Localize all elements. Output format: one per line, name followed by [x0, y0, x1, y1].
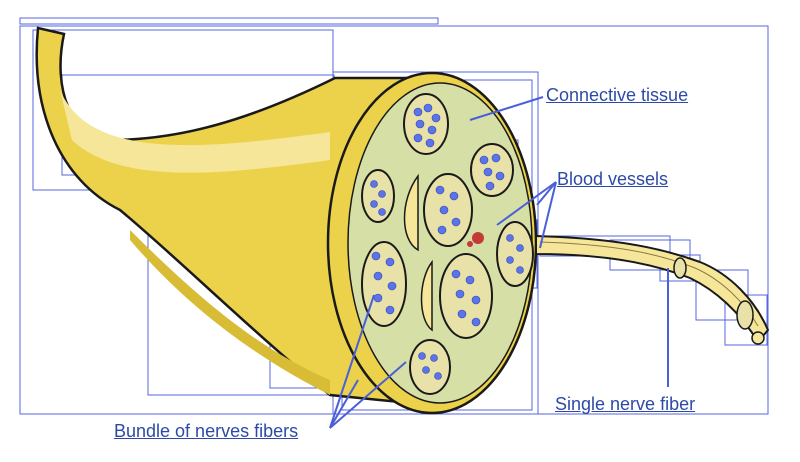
single-fiber-strand [535, 234, 770, 345]
fiber-dots [370, 103, 524, 380]
label-blood-vessels: Blood vessels [557, 169, 669, 189]
label-bundle-of-nerve-fibers: Bundle of nerves fibers [114, 421, 299, 441]
nerve-cross-section [326, 71, 538, 415]
label-single-nerve-fiber: Single nerve fiber [555, 394, 696, 414]
nerve-trunk [35, 26, 432, 407]
label-connective-tissue: Connective tissue [546, 85, 689, 105]
pointer-lines [329, 96, 669, 429]
